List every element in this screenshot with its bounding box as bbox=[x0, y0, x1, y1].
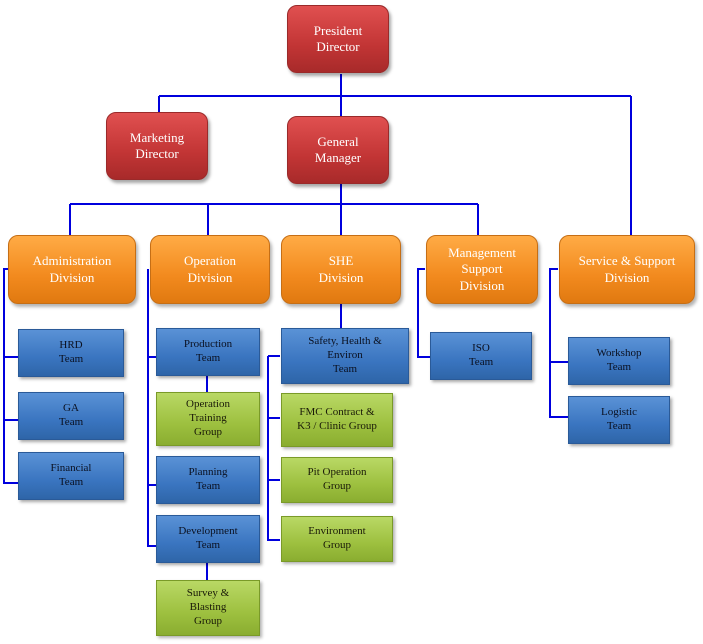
pit-operation-group-box: Pit Operation Group bbox=[281, 457, 393, 503]
connector-she bbox=[267, 304, 342, 541]
environment-group-box: Environment Group bbox=[281, 516, 393, 562]
hrd-team-box: HRD Team bbox=[18, 329, 124, 377]
workshop-team-box: Workshop Team bbox=[568, 337, 670, 385]
connector-gm-divisions bbox=[69, 184, 479, 236]
connector-service bbox=[549, 268, 568, 418]
connector-admin bbox=[3, 268, 18, 484]
safety-health-environ-team-box: Safety, Health & Environ Team bbox=[281, 328, 409, 384]
general-manager-box: General Manager bbox=[287, 116, 389, 184]
service-support-division-box: Service & Support Division bbox=[559, 235, 695, 304]
operation-training-group-box: Operation Training Group bbox=[156, 392, 260, 446]
planning-team-box: Planning Team bbox=[156, 456, 260, 504]
development-team-box: Development Team bbox=[156, 515, 260, 563]
ga-team-box: GA Team bbox=[18, 392, 124, 440]
operation-division-box: Operation Division bbox=[150, 235, 270, 304]
connector-operation bbox=[147, 269, 156, 547]
marketing-director-box: Marketing Director bbox=[106, 112, 208, 180]
iso-team-box: ISO Team bbox=[430, 332, 532, 380]
production-team-box: Production Team bbox=[156, 328, 260, 376]
connector-president-tier bbox=[158, 74, 632, 236]
connector-mgmt bbox=[417, 268, 430, 358]
management-support-division-box: Management Support Division bbox=[426, 235, 538, 304]
she-division-box: SHE Division bbox=[281, 235, 401, 304]
logistic-team-box: Logistic Team bbox=[568, 396, 670, 444]
survey-blasting-group-box: Survey & Blasting Group bbox=[156, 580, 260, 636]
financial-team-box: Financial Team bbox=[18, 452, 124, 500]
administration-division-box: Administration Division bbox=[8, 235, 136, 304]
president-director-box: President Director bbox=[287, 5, 389, 73]
fmc-contract-k3-clinic-group-box: FMC Contract & K3 / Clinic Group bbox=[281, 393, 393, 447]
